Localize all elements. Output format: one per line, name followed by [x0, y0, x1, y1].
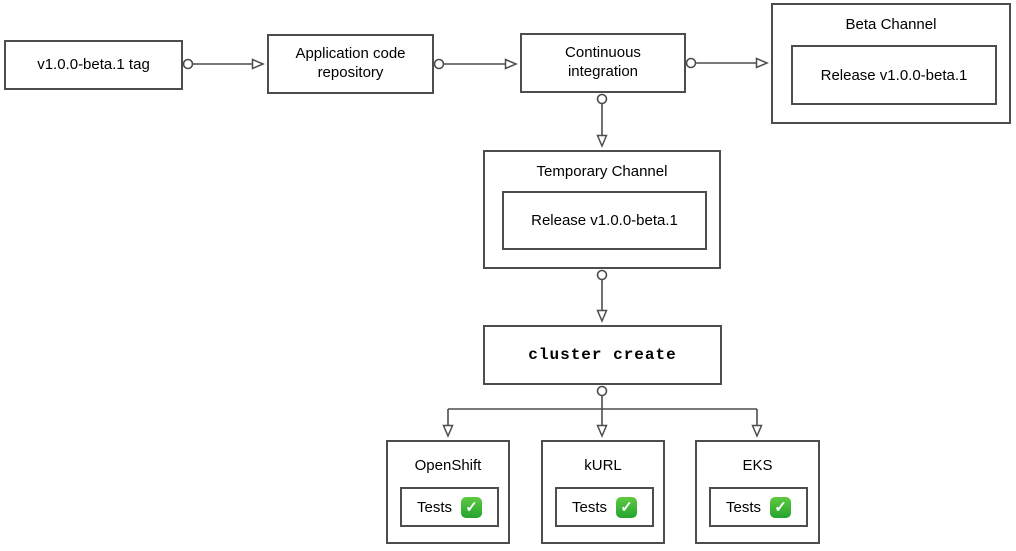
- node-application-code-repository: Application code repository: [267, 34, 434, 94]
- node-cluster-eks: EKS Tests ✓: [695, 440, 820, 544]
- check-mark-glyph: ✓: [620, 498, 633, 516]
- node-cluster-kurl: kURL Tests ✓: [541, 440, 665, 544]
- tests-label: Tests: [571, 498, 607, 516]
- check-mark-glyph: ✓: [774, 498, 787, 516]
- cluster-openshift-tests-box: Tests ✓: [400, 487, 499, 527]
- check-mark-icon: ✓: [616, 496, 637, 518]
- node-version-tag: v1.0.0-beta.1 tag: [4, 40, 183, 90]
- beta-channel-release-box: Release v1.0.0-beta.1: [791, 45, 997, 105]
- temporary-channel-title: Temporary Channel: [536, 163, 668, 180]
- node-beta-channel: Beta Channel Release v1.0.0-beta.1: [771, 3, 1011, 124]
- check-mark-icon: ✓: [770, 496, 791, 518]
- cluster-openshift-title: OpenShift: [414, 457, 482, 474]
- tests-label: Tests: [416, 498, 452, 516]
- node-application-code-repository-label: Application code repository: [295, 45, 406, 81]
- cluster-eks-title: EKS: [742, 457, 773, 474]
- cluster-kurl-tests-box: Tests ✓: [555, 487, 654, 527]
- temporary-channel-release-label: Release v1.0.0-beta.1: [531, 212, 678, 229]
- node-continuous-integration: Continuous integration: [520, 33, 686, 93]
- cluster-kurl-title: kURL: [584, 457, 622, 474]
- tests-label: Tests: [725, 498, 761, 516]
- temporary-channel-release-box: Release v1.0.0-beta.1: [502, 191, 707, 250]
- check-mark-glyph: ✓: [465, 498, 478, 516]
- node-continuous-integration-label: Continuous integration: [565, 44, 641, 80]
- node-cluster-create-command: cluster create: [483, 325, 722, 385]
- check-mark-icon: ✓: [461, 496, 482, 518]
- beta-channel-release-label: Release v1.0.0-beta.1: [820, 66, 968, 84]
- node-cluster-openshift: OpenShift Tests ✓: [386, 440, 510, 544]
- cluster-create-label: cluster create: [528, 346, 677, 364]
- beta-channel-title: Beta Channel: [845, 16, 937, 33]
- cluster-eks-tests-box: Tests ✓: [709, 487, 808, 527]
- node-version-tag-label: v1.0.0-beta.1 tag: [37, 55, 150, 73]
- node-temporary-channel: Temporary Channel Release v1.0.0-beta.1: [483, 150, 721, 269]
